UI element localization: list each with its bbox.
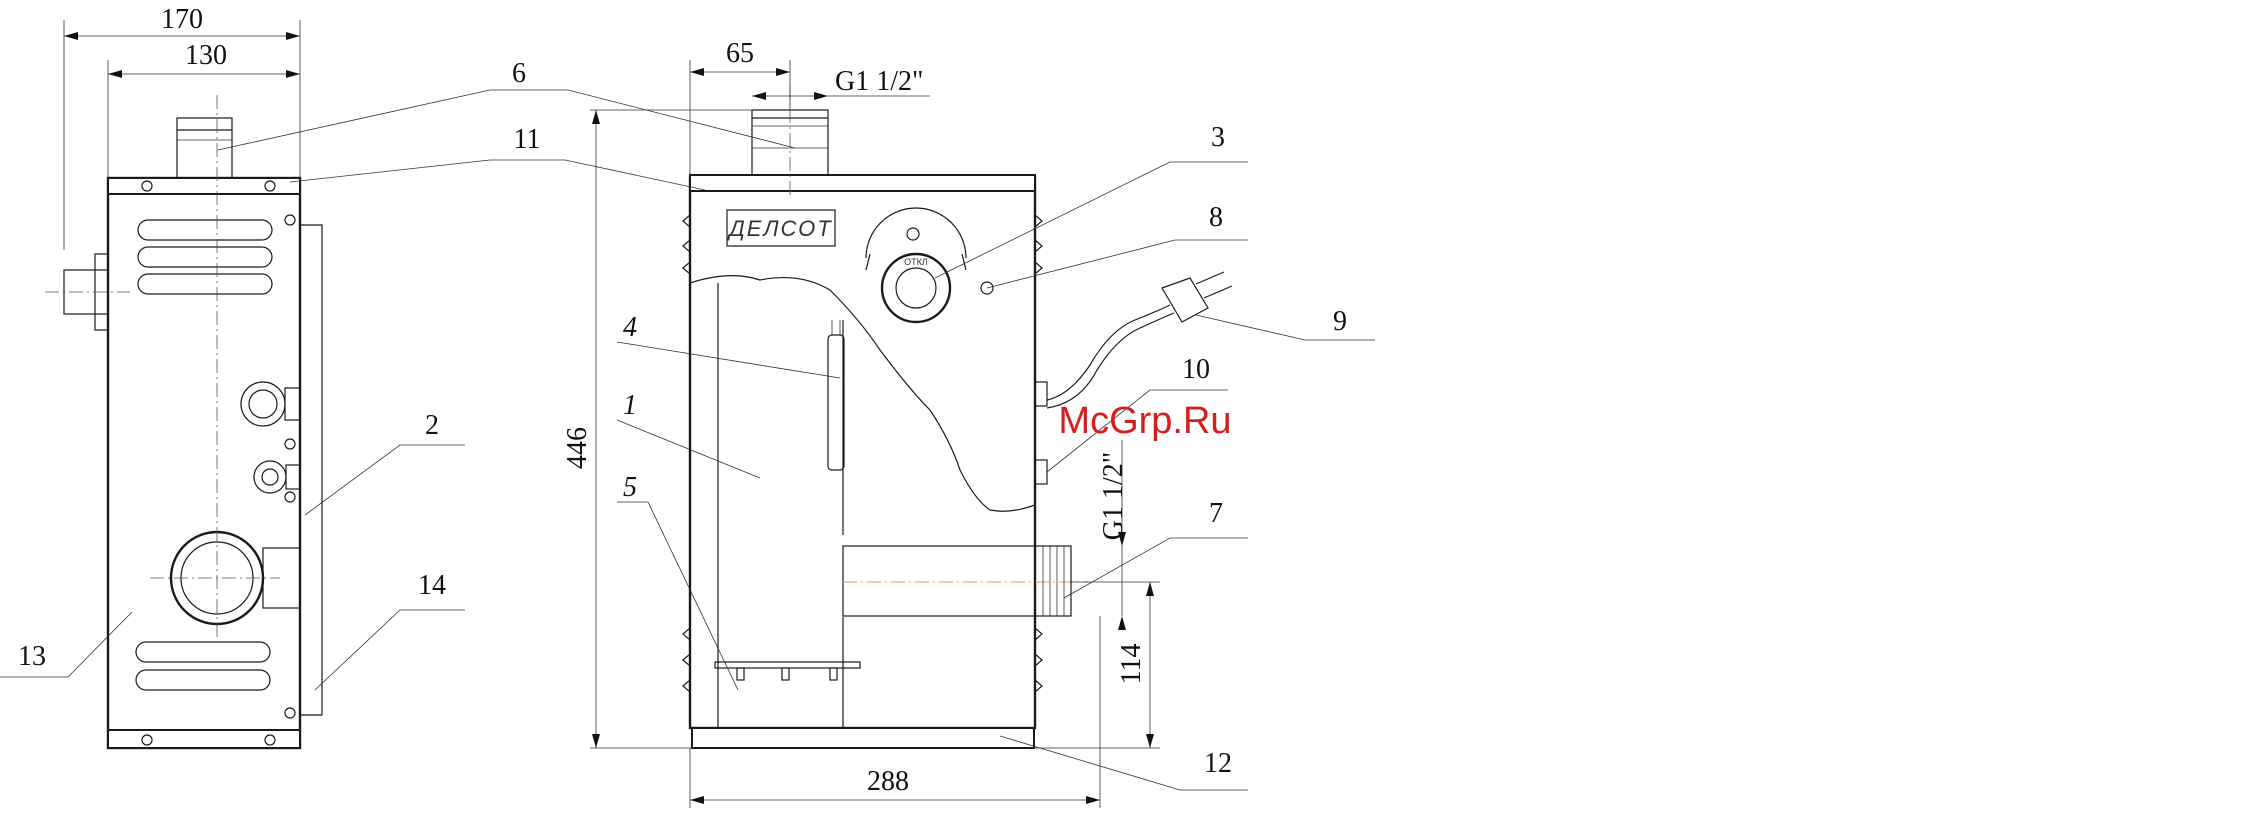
dim-inlet-thread: G1 1/2": [1098, 452, 1129, 540]
callout-1: 1: [623, 390, 637, 421]
callout-13: 13: [18, 641, 46, 672]
screw-icon: [285, 439, 295, 449]
knob-off-label: ОТКЛ: [904, 257, 928, 267]
side-top-rail: [108, 178, 300, 194]
callout-12: 12: [1204, 748, 1232, 779]
cutaway-break-line: [690, 276, 1035, 512]
callout-14: 14: [418, 570, 446, 601]
support-bracket: [715, 662, 860, 668]
dim-height: 446: [562, 427, 593, 469]
brand-logo: ДЕЛСОТ: [726, 216, 832, 241]
callout-7: 7: [1209, 498, 1223, 529]
side-top-nipple: [177, 118, 232, 178]
callout-5: 5: [623, 472, 637, 503]
inlet-thread: [1035, 546, 1071, 616]
screw-icon: [285, 215, 295, 225]
thermostat-knob: ОТКЛ: [866, 208, 966, 322]
watermark-text: McGrp.Ru: [1058, 400, 1231, 442]
side-fitting-upper: [241, 382, 285, 426]
screw-icon: [285, 492, 295, 502]
dim-body-depth: 130: [185, 40, 227, 71]
front-top-cover: [690, 175, 1035, 191]
dim-width: 288: [867, 766, 909, 797]
side-fitting-small: [254, 461, 286, 493]
callout-8: 8: [1209, 202, 1223, 233]
callout-3: 3: [1211, 122, 1225, 153]
callout-11: 11: [514, 124, 541, 155]
dim-inlet-height: 114: [1116, 644, 1147, 685]
power-plug-icon: [1162, 272, 1232, 322]
rear-bracket: [300, 225, 322, 715]
dim-outlet-thread: G1 1/2": [835, 66, 923, 97]
power-cable: [1047, 305, 1170, 400]
side-vents-top: [138, 220, 272, 294]
callout-2: 2: [425, 410, 439, 441]
front-bottom-base: [692, 728, 1034, 748]
side-vents-bottom: [136, 642, 270, 690]
screw-icon: [285, 708, 295, 718]
dim-overall-depth: 170: [161, 4, 203, 35]
heating-element: [828, 335, 844, 470]
side-view: 170 130: [45, 4, 322, 748]
inlet-pipe: [843, 546, 1035, 616]
dim-outlet-offset: 65: [726, 38, 754, 69]
callout-9: 9: [1333, 306, 1347, 337]
callout-6: 6: [512, 58, 526, 89]
callout-4: 4: [623, 312, 637, 343]
front-side-grille: [683, 215, 1042, 692]
front-body-outline: [690, 178, 1035, 728]
callout-10: 10: [1182, 354, 1210, 385]
